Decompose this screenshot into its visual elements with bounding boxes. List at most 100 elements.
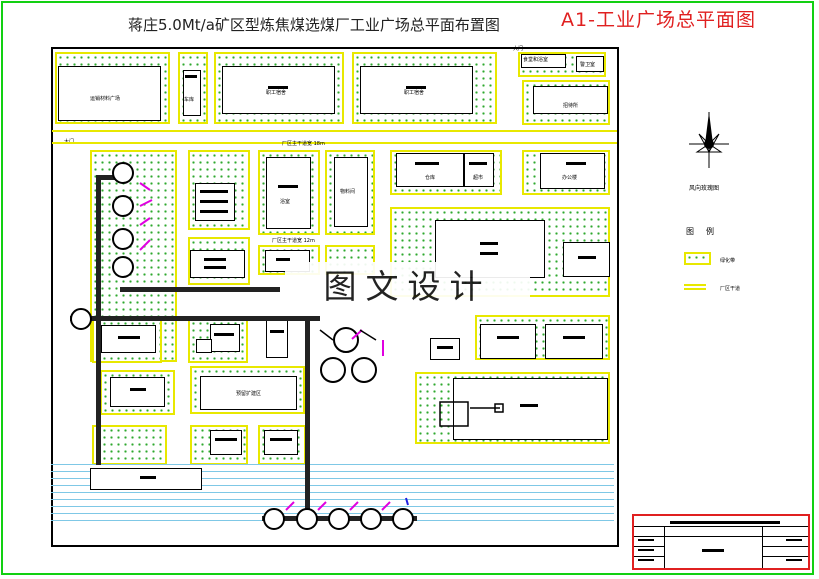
building-hostel [533,86,608,114]
building-shed [110,377,165,407]
building-label: 职工宿舍 [266,90,287,96]
thickener [320,357,346,383]
building-mark [204,266,226,269]
building-mark [415,162,439,165]
building-mark [200,200,228,203]
conveyor-belt [120,287,280,292]
marker [405,497,409,506]
road-label: 厂区主干道宽 18m [282,141,325,147]
loading-hopper [439,401,469,427]
pipe-line [319,329,334,341]
building-label: 超市 [473,175,484,181]
silo [328,508,350,530]
drawing-title: 蒋庄5.0Mt/a矿区型炼焦煤选煤厂工业广场总平面布置图 [128,16,500,34]
building-label: 食堂和浴室 [523,57,549,63]
silo [296,508,318,530]
building-label: 仓库 [425,175,436,181]
building-mark [406,86,426,89]
building-mark [204,258,226,261]
legend-title: 图例 [686,227,726,236]
silo [360,508,382,530]
building-label: 警卫室 [580,62,596,68]
building-mark [566,162,586,165]
pipe-end [494,403,504,413]
marker [349,501,359,511]
silo [112,195,134,217]
building-office [540,153,605,189]
silo [392,508,414,530]
conveyor-belt [70,316,320,321]
building-label: 物料间 [340,189,356,195]
silo [112,228,134,250]
building-filter [210,324,240,352]
title-block [632,514,810,570]
building-mark [215,438,237,441]
building-label: 车库 [184,97,195,103]
silo [112,256,134,278]
building-mark [185,75,197,78]
thickener [351,357,377,383]
building-mark [118,336,140,339]
conveyor-belt [96,175,126,180]
marker [139,239,151,251]
building-small [430,338,460,360]
building-store [396,153,464,187]
building-mark [437,346,453,349]
building-lab [545,324,603,359]
marker [139,182,151,191]
sheet-stamp: A1-工业广场总平面图 [561,9,756,31]
legend-label: 绿化带 [720,258,736,264]
building-label: 招待所 [563,103,579,109]
pipe-line [359,329,377,341]
building-mark [520,404,538,407]
building-mark [278,185,298,188]
building-material [334,157,368,227]
building-canteen [521,54,566,68]
building-lab [480,324,536,359]
marker [351,329,363,340]
marker [285,501,295,511]
main-road [52,142,617,144]
legend-label: 厂区干道 [720,286,741,292]
site-boundary [51,47,619,547]
building-mark [563,336,585,339]
building-transport [58,66,161,121]
building-guard [576,56,604,72]
building-mark [497,336,519,339]
silo [70,308,92,330]
building-mark [270,438,292,441]
building-mark [140,476,156,479]
silo [112,162,134,184]
building-mark [469,162,487,165]
building-mark [270,330,284,333]
building-mark [200,190,228,193]
thickener [333,327,359,353]
building-mark [200,210,228,213]
building-mark [276,258,290,261]
building-garage [183,70,201,116]
main-road [52,130,617,132]
building-market [464,153,494,187]
road-label: 厂区主干道宽 12m [272,238,315,244]
marker [317,501,327,511]
building-label: 职工宿舍 [404,90,425,96]
building-label: 预留扩建区 [236,391,262,397]
building-pumphouse [210,430,242,455]
building-mark [268,86,288,89]
gate-top-label: 大门 [513,46,524,52]
building-dorm [222,66,335,114]
marker [139,217,151,226]
building-jetty [90,468,202,490]
silo [263,508,285,530]
building-mark [480,242,498,245]
building-small [196,339,212,353]
building-loading [453,378,608,440]
building-sub [101,325,156,353]
building-annex [563,242,610,277]
building-pumphouse [264,430,298,455]
building-mark [578,256,596,259]
marker [139,199,153,207]
building-mark [130,388,146,391]
